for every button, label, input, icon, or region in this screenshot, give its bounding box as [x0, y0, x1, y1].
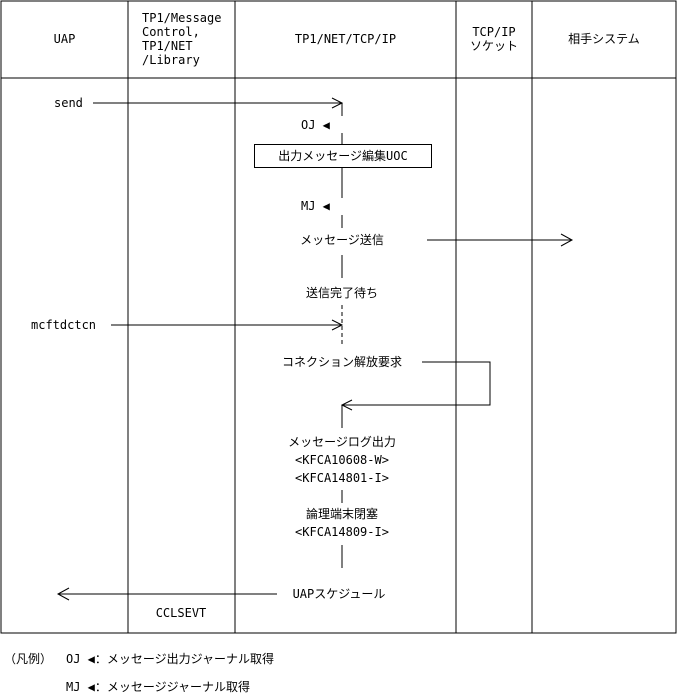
header-partner: 相手システム — [532, 0, 676, 78]
mj-journal-label: MJ ◀ — [301, 199, 330, 213]
close-code: <KFCA14809-I> — [295, 525, 389, 539]
header-uap: UAP — [1, 0, 128, 78]
message-send-label: メッセージ送信 — [300, 233, 384, 247]
send-label: send — [54, 96, 83, 110]
header-tp1-line-1: TP1/Message — [142, 11, 222, 25]
send-arrow — [93, 97, 344, 109]
log-code-2: <KFCA14801-I> — [295, 471, 389, 485]
connection-release-loop — [340, 361, 491, 411]
header-uap-label: UAP — [53, 32, 76, 46]
message-send-arrow — [427, 233, 574, 247]
oj-journal-label: OJ ◀ — [301, 118, 330, 132]
uap-schedule-label: UAPスケジュール — [292, 587, 386, 601]
header-partner-label: 相手システム — [568, 32, 640, 46]
connection-release-label: コネクション解放要求 — [281, 355, 403, 369]
header-tp1-net-tcp: TP1/NET/TCP/IP — [235, 0, 456, 78]
header-tp1-line-2: Control, — [142, 25, 200, 39]
wait-send-complete-label: 送信完了待ち — [305, 286, 379, 300]
legend-prefix: （凡例） — [4, 652, 53, 666]
header-tp1-line-3: TP1/NET — [142, 39, 193, 53]
cclsevt-label: CCLSEVT — [155, 606, 207, 620]
diagram-frame — [0, 0, 677, 634]
header-tp1-message: TP1/Message Control, TP1/NET /Library — [128, 0, 235, 78]
header-tp1-net-tcp-label: TP1/NET/TCP/IP — [294, 32, 397, 46]
uoc-box: 出力メッセージ編集UOC — [254, 144, 432, 168]
header-socket-line-1: TCP/IP — [472, 25, 516, 39]
logical-terminal-close-label: 論理端末閉塞 — [305, 507, 379, 521]
legend-oj: OJ ◀：メッセージ出力ジャーナル取得 — [66, 652, 275, 666]
header-tcpip-socket: TCP/IP ソケット — [456, 0, 532, 78]
mcftdctcn-arrow — [111, 319, 344, 331]
uap-schedule-arrow — [56, 587, 277, 601]
mcftdctcn-label: mcftdctcn — [31, 318, 97, 332]
log-code-1: <KFCA10608-W> — [295, 453, 389, 467]
header-tp1-line-4: /Library — [142, 53, 200, 67]
message-log-output-label: メッセージログ出力 — [288, 435, 396, 449]
legend-mj: MJ ◀：メッセージジャーナル取得 — [66, 680, 251, 694]
header-socket-line-2: ソケット — [469, 39, 518, 53]
